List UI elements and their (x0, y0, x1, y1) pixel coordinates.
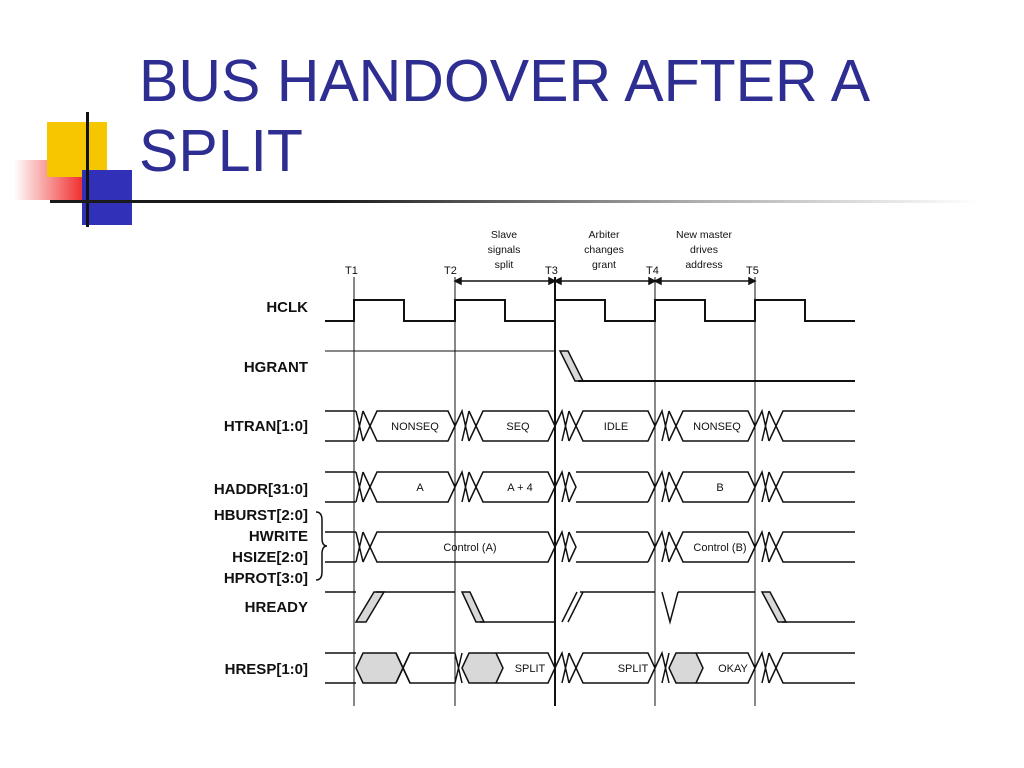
signal-label-hsize: HSIZE[2:0] (232, 549, 308, 566)
haddr-value-3: B (716, 482, 723, 494)
hresp-value-2: SPLIT (618, 663, 649, 675)
haddr-value-2: A + 4 (507, 482, 532, 494)
annotation-2-line-1: Arbiter (589, 229, 620, 241)
annotation-1-line-1: Slave (491, 229, 517, 241)
hready-waveform (325, 591, 855, 625)
control-signals-brace (315, 511, 328, 581)
slide-title: BUS HANDOVER AFTER A SPLIT (139, 46, 999, 186)
signal-label-hresp: HRESP[1:0] (225, 661, 308, 678)
hresp-value-1: SPLIT (515, 663, 546, 675)
control-bus (325, 529, 855, 563)
annotation-3-line-2: drives (690, 244, 718, 256)
haddr-bus (325, 469, 855, 503)
htran-value-2: SEQ (506, 421, 530, 433)
signal-label-hclk: HCLK (266, 299, 308, 316)
annotation-1-line-2: signals (488, 244, 521, 256)
hclk-waveform (325, 299, 855, 322)
signal-label-hburst: HBURST[2:0] (214, 507, 308, 524)
time-gridlines (353, 277, 756, 706)
htran-value-3: IDLE (604, 421, 628, 433)
annotation-1-line-3: split (495, 259, 514, 271)
signal-label-haddr: HADDR[31:0] (214, 481, 308, 498)
htran-bus (325, 408, 855, 442)
decor-vertical-line (86, 112, 89, 227)
haddr-value-1: A (416, 482, 424, 494)
signal-label-hready: HREADY (245, 599, 308, 616)
marker-t3: T3 (545, 265, 558, 277)
annotation-2-line-3: grant (592, 259, 616, 271)
control-value-2: Control (B) (693, 542, 746, 554)
signal-label-hwrite: HWRITE (249, 528, 308, 545)
marker-t5: T5 (746, 265, 759, 277)
blue-decor-square (82, 170, 132, 225)
signal-label-hgrant: HGRANT (244, 359, 308, 376)
signal-label-hprot: HPROT[3:0] (224, 570, 308, 587)
control-value-1: Control (A) (443, 542, 496, 554)
hgrant-transition (558, 350, 585, 382)
title-underline (50, 200, 980, 203)
hresp-bus (325, 650, 855, 684)
htran-value-1: NONSEQ (391, 421, 439, 433)
marker-t2: T2 (444, 265, 457, 277)
title-line-2: SPLIT (139, 118, 303, 184)
yellow-decor-square (47, 122, 107, 177)
annotation-2-line-2: changes (584, 244, 624, 256)
annotation-arrows (453, 276, 757, 286)
marker-t4: T4 (646, 265, 659, 277)
signal-label-htran: HTRAN[1:0] (224, 418, 308, 435)
annotation-3-line-3: address (685, 259, 722, 271)
marker-t1: T1 (345, 265, 358, 277)
htran-value-4: NONSEQ (693, 421, 741, 433)
annotation-3-line-1: New master (676, 229, 733, 241)
title-line-1: BUS HANDOVER AFTER A (139, 48, 871, 114)
hresp-value-3: OKAY (718, 663, 748, 675)
